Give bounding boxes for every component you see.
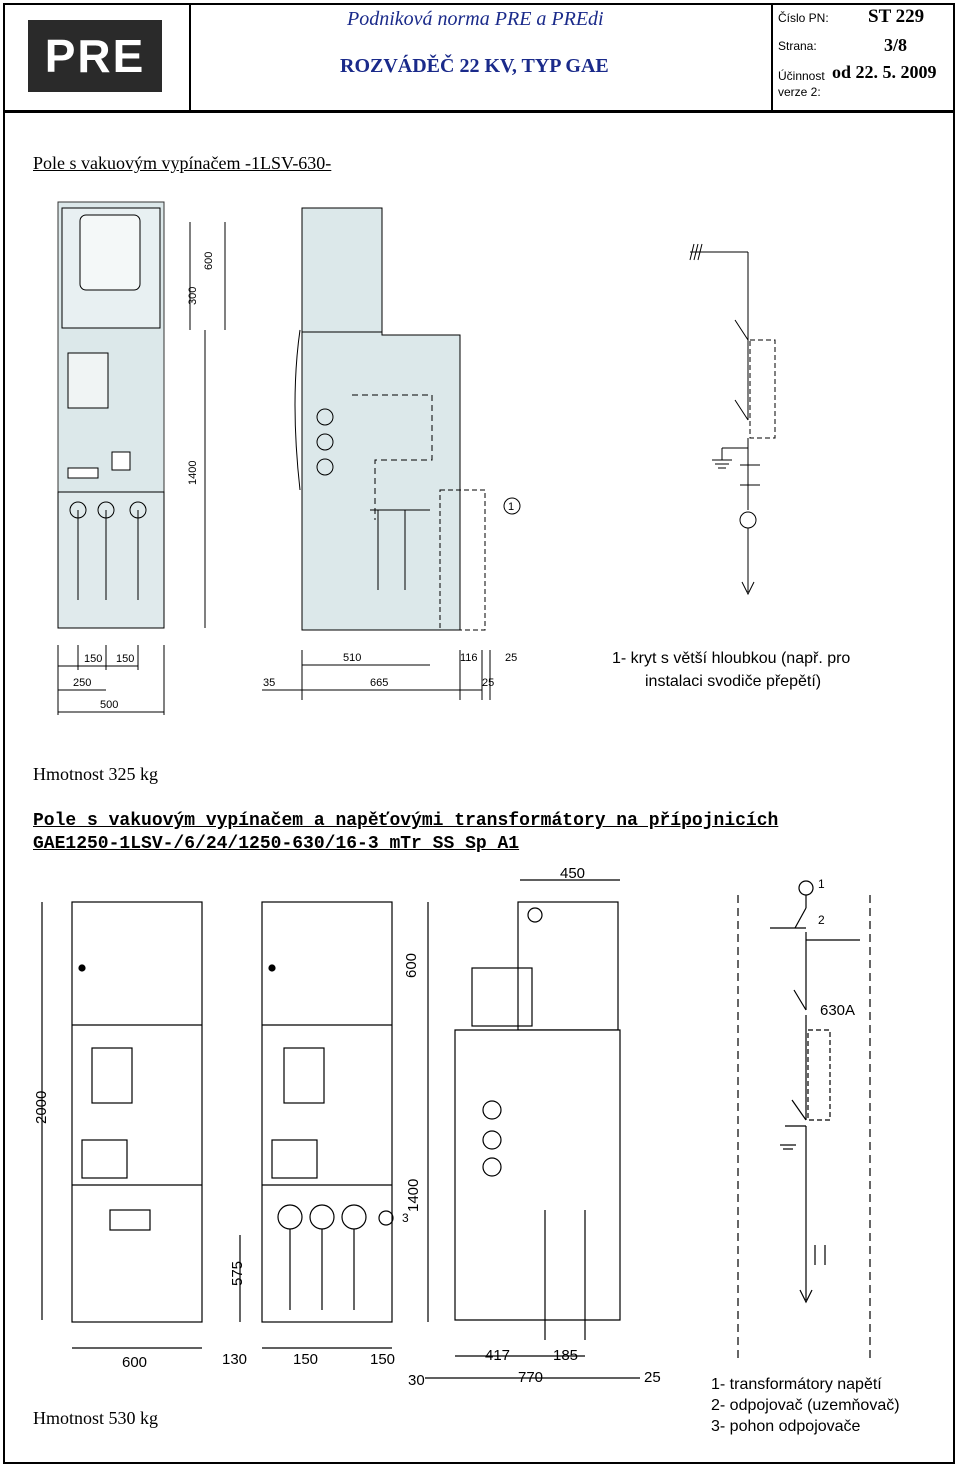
marker-1: 1 bbox=[818, 877, 825, 891]
sld1-breaker bbox=[734, 319, 749, 341]
sld1-disconnector bbox=[734, 399, 749, 421]
front-window bbox=[79, 214, 141, 291]
side-top-box bbox=[301, 207, 383, 333]
front-cable-compartment bbox=[57, 491, 165, 629]
marker-1-circle bbox=[503, 497, 521, 515]
section2-weight: Hmotnost 530 kg bbox=[33, 1408, 159, 1428]
header-bottom-rule bbox=[3, 110, 955, 113]
dim-300: 300 bbox=[187, 287, 199, 305]
dim-770: 770 bbox=[518, 1369, 543, 1386]
sld2-breaker bbox=[793, 989, 807, 1011]
dim-250: 250 bbox=[73, 677, 91, 689]
section2-drawing: 450 600 2000 1400 575 600 130 150 150 41… bbox=[33, 865, 871, 1389]
front-a-body bbox=[71, 901, 203, 1323]
section1-heading: Pole s vakuovým vypínačem -1LSV-630- bbox=[33, 153, 332, 173]
dim-25b: 25 bbox=[482, 677, 494, 689]
disconnector-drive bbox=[378, 1210, 394, 1226]
front-b-control-plate bbox=[283, 1047, 325, 1104]
pn-label: Číslo PN: bbox=[778, 11, 829, 25]
header-divider-1 bbox=[189, 3, 191, 111]
front-cable-head-3 bbox=[129, 501, 147, 519]
section1-drawing: 600 300 1400 150 150 250 500 510 116 25 … bbox=[57, 201, 776, 715]
page-label: Strana: bbox=[778, 39, 817, 53]
dim-600: 600 bbox=[203, 252, 215, 270]
section1-note-line2: instalaci svodiče přepětí) bbox=[645, 673, 822, 690]
dim-130: 130 bbox=[222, 1351, 247, 1368]
page-frame bbox=[3, 3, 955, 1464]
dim-2000: 2000 bbox=[33, 1091, 50, 1124]
side-deeper-cover bbox=[439, 489, 486, 631]
dim-450: 450 bbox=[560, 865, 585, 882]
dim-600-front: 600 bbox=[122, 1354, 147, 1371]
marker-1-label: 1 bbox=[508, 501, 514, 513]
valid-value: od 22. 5. 2009 bbox=[832, 62, 937, 82]
section1-weight: Hmotnost 325 kg bbox=[33, 764, 159, 784]
dim-150b: 150 bbox=[370, 1351, 395, 1368]
version-label: verze 2: bbox=[778, 85, 821, 99]
dim-116: 116 bbox=[460, 652, 478, 664]
dim-150a: 150 bbox=[293, 1351, 318, 1368]
dim-185: 185 bbox=[553, 1347, 578, 1364]
valid-label: Účinnost bbox=[778, 69, 825, 83]
section2-heading-line2: GAE1250-1LSV-/6/24/1250-630/16-3 mTr SS … bbox=[33, 834, 520, 854]
dim-510: 510 bbox=[343, 652, 361, 664]
dim-150b: 150 bbox=[116, 653, 134, 665]
sld2-vt bbox=[798, 880, 814, 896]
dim-600-side: 600 bbox=[403, 953, 420, 978]
dim-1400: 1400 bbox=[187, 461, 199, 485]
dim-1400: 1400 bbox=[405, 1179, 422, 1212]
dim-25: 25 bbox=[644, 1369, 661, 1386]
pre-logo: PRE bbox=[28, 20, 162, 92]
front-cable-head-1 bbox=[69, 501, 87, 519]
side-body bbox=[454, 1029, 621, 1321]
document-title: ROZVÁDĚČ 22 KV, TYP GAE bbox=[340, 55, 609, 77]
page-value: 3/8 bbox=[884, 35, 908, 55]
dim-150a: 150 bbox=[84, 653, 102, 665]
dim-35: 35 bbox=[263, 677, 275, 689]
side-body bbox=[301, 331, 461, 631]
header-divider-2 bbox=[771, 3, 773, 111]
marker-3: 3 bbox=[402, 1211, 409, 1225]
sld1-ct bbox=[739, 511, 757, 529]
pn-value: ST 229 bbox=[868, 6, 925, 27]
legend-item-2: 2- odpojovač (uzemňovač) bbox=[711, 1397, 900, 1414]
marker-2: 2 bbox=[818, 913, 825, 927]
dim-25a: 25 bbox=[505, 652, 517, 664]
front-b-body bbox=[261, 901, 393, 1323]
dim-575: 575 bbox=[229, 1261, 246, 1286]
sld2-disconnector bbox=[794, 907, 807, 929]
side-top-box bbox=[517, 901, 619, 1031]
section2-heading-line1: Pole s vakuovým vypínačem a napěťovými t… bbox=[33, 811, 779, 831]
breaker-rating: 630A bbox=[820, 1002, 855, 1019]
dim-417: 417 bbox=[485, 1347, 510, 1364]
front-control-plate bbox=[67, 352, 109, 409]
front-a-control-plate bbox=[91, 1047, 133, 1104]
dim-500: 500 bbox=[100, 699, 118, 711]
legend-item-3: 3- pohon odpojovače bbox=[711, 1418, 861, 1435]
standard-name: Podniková norma PRE a PREdi bbox=[347, 8, 604, 30]
legend-item-1: 1- transformátory napětí bbox=[711, 1376, 882, 1393]
dim-30: 30 bbox=[408, 1372, 425, 1389]
front-cable-head-2 bbox=[97, 501, 115, 519]
section1-note-line1: 1- kryt s větší hloubkou (např. pro bbox=[612, 650, 851, 667]
dim-665: 665 bbox=[370, 677, 388, 689]
